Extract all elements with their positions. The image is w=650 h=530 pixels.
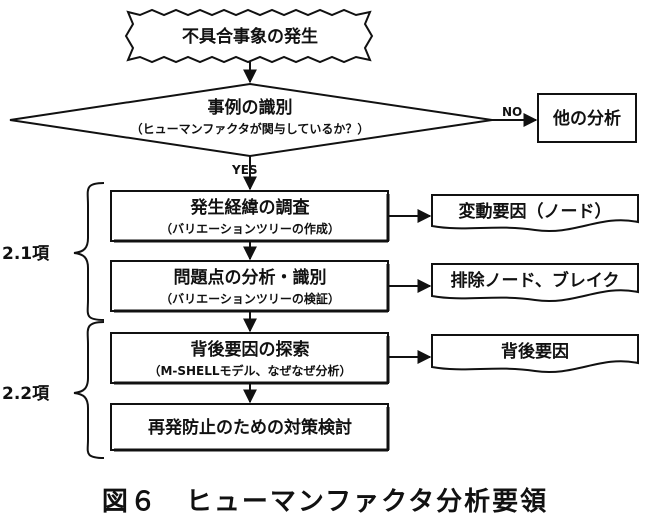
output-1-node bbox=[431, 194, 639, 232]
step-4-title: 再発防止のための対策検討 bbox=[148, 417, 352, 438]
start-node bbox=[124, 8, 374, 64]
step-2-title: 問題点の分析・識別 bbox=[174, 267, 327, 288]
output-3-label: 背後要因 bbox=[501, 341, 569, 362]
step-4-node bbox=[110, 403, 389, 451]
output-1-label: 変動要因（ノード） bbox=[459, 201, 612, 222]
no-label: NO bbox=[502, 105, 522, 119]
other-analysis-node bbox=[537, 93, 637, 143]
start-label: 不具合事象の発生 bbox=[182, 26, 318, 47]
output-3-node bbox=[431, 334, 639, 373]
yes-label: YES bbox=[231, 163, 258, 177]
decision-node bbox=[9, 82, 493, 158]
step-2-subtitle: （バリエーションツリーの検証） bbox=[160, 291, 340, 306]
bracket-2-1-label: 2.1項 bbox=[2, 244, 50, 264]
output-2-label: 排除ノード、ブレイク bbox=[451, 270, 620, 291]
decision-title: 事例の識別 bbox=[208, 97, 293, 118]
figure-caption: 図６ ヒューマンファクタ分析要領 bbox=[102, 486, 548, 517]
other-analysis-label: 他の分析 bbox=[552, 108, 621, 129]
bracket-2-2 bbox=[73, 321, 105, 459]
step-1-subtitle: （バリエーションツリーの作成） bbox=[160, 221, 340, 236]
step-1-title: 発生経緯の調査 bbox=[190, 197, 311, 218]
output-2-node bbox=[431, 263, 639, 302]
step-3-subtitle: （M-SHELLモデル、なぜなぜ分析） bbox=[148, 363, 351, 378]
bracket-2-1 bbox=[73, 182, 105, 321]
step-3-title: 背後要因の探索 bbox=[191, 339, 310, 360]
bracket-2-2-label: 2.2項 bbox=[2, 384, 50, 404]
decision-subtitle: （ヒューマンファクタが関与しているか？） bbox=[131, 121, 370, 136]
